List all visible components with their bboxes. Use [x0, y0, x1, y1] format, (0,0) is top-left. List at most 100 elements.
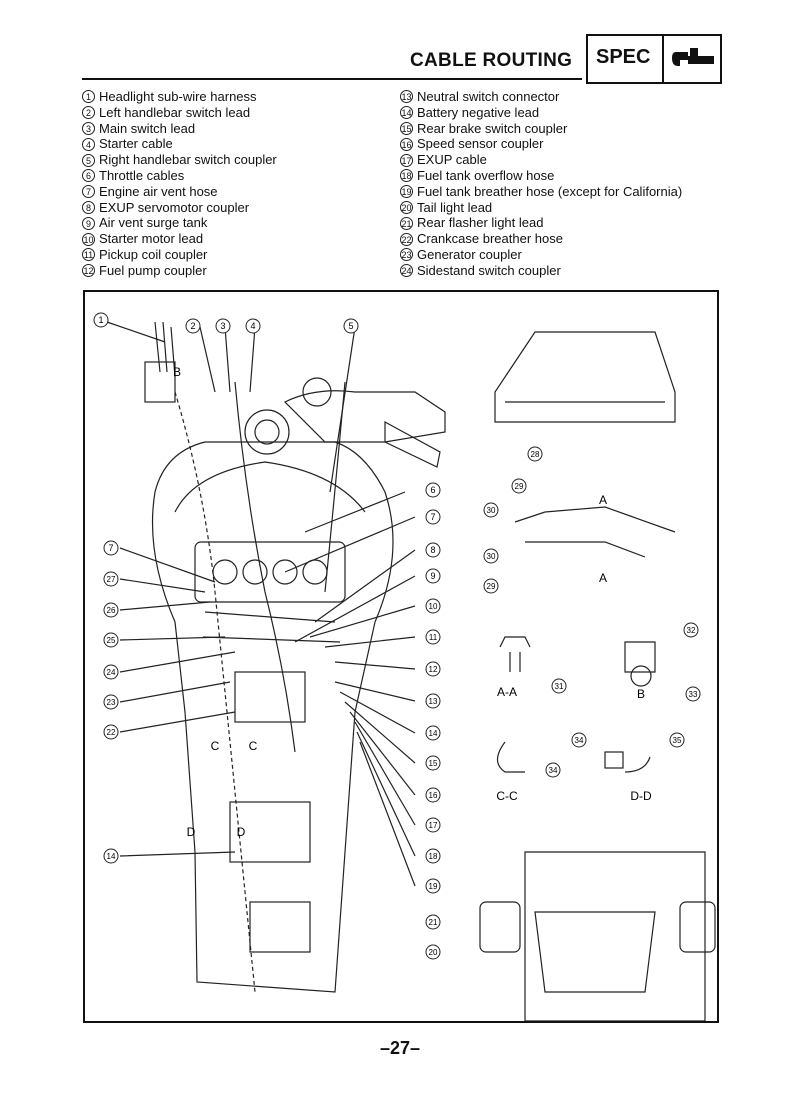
diagram-callout: 9 [425, 568, 441, 584]
spec-divider [662, 36, 664, 82]
diagram-callout: 22 [103, 724, 119, 740]
legend-label: Main switch lead [99, 120, 196, 136]
diagram-letter-label: C [211, 739, 220, 753]
legend-number: 15 [400, 121, 413, 135]
legend-label: Neutral switch connector [417, 89, 560, 104]
legend-number: 14 [400, 106, 413, 120]
callout-number: 30 [487, 552, 496, 561]
legend-number: 20 [400, 200, 413, 214]
callout-number: 11 [429, 633, 438, 642]
legend-label: Throttle cables [99, 167, 185, 183]
diagram-callout: 6 [425, 482, 441, 498]
callout-number: 34 [575, 736, 584, 745]
diagram-callout: 13 [425, 693, 441, 709]
callout-number: 27 [107, 575, 116, 584]
legend-label: Generator coupler [417, 246, 522, 262]
diagram-callout: 7 [103, 540, 119, 556]
legend-label: Starter motor lead [99, 231, 204, 247]
callout-number: 6 [430, 485, 435, 495]
legend-number: 8 [82, 200, 95, 214]
callout-number: 19 [429, 882, 438, 891]
diagram-callout: 25 [103, 632, 119, 648]
page-number: –27– [380, 1038, 421, 1058]
legend-label: Engine air vent hose [99, 183, 218, 199]
legend-number: 21 [400, 216, 413, 230]
diagram-callout: 17 [425, 817, 441, 833]
legend-number: 24 [400, 264, 413, 278]
callout-number: 33 [689, 690, 698, 699]
diagram-callout: 35 [669, 732, 685, 748]
diagram-letter-label: B [637, 687, 645, 701]
diagram-callout: 29 [483, 578, 499, 594]
legend-number: 4 [82, 137, 95, 151]
diagram-callout: 33 [685, 686, 701, 702]
legend-label: Fuel tank overflow hose [417, 167, 555, 183]
diagram-callout: 30 [483, 502, 499, 518]
legend-number: 22 [400, 232, 413, 246]
legend-number: 5 [82, 153, 95, 167]
diagram-callout: 24 [103, 664, 119, 680]
callout-number: 14 [107, 852, 116, 861]
diagram-callout: 15 [425, 755, 441, 771]
legend-item: 14 Battery negative lead [400, 105, 682, 121]
spec-box: SPEC [586, 34, 722, 84]
callout-number: 12 [429, 665, 438, 674]
callout-number: 21 [429, 918, 438, 927]
legend-label: Speed sensor coupler [417, 136, 544, 152]
callout-number: 28 [531, 450, 540, 459]
diagram-callout: 34 [545, 762, 561, 778]
callout-number: 2 [190, 321, 195, 331]
callout-number: 1 [98, 315, 103, 325]
callout-number: 29 [515, 482, 524, 491]
legend-number: 10 [82, 232, 95, 246]
diagram-callout: 32 [683, 622, 699, 638]
legend-number: 16 [400, 137, 413, 151]
diagram-callout: 14 [103, 848, 119, 864]
callout-number: 7 [430, 512, 435, 522]
legend-number: 19 [400, 185, 413, 199]
legend-label: Sidestand switch coupler [417, 262, 561, 278]
diagram-letter-label: A [599, 493, 607, 507]
callout-number: 14 [429, 729, 438, 738]
legend-item: 10 Starter motor lead [82, 231, 277, 247]
legend-label: Tail light lead [417, 199, 493, 215]
callout-number: 3 [220, 321, 225, 331]
callout-number: 22 [107, 728, 116, 737]
diagram-callout: 7 [425, 509, 441, 525]
callout-number: 16 [429, 791, 438, 800]
diagram-letter-label: D-D [630, 789, 652, 803]
legend-number: 18 [400, 169, 413, 183]
callout-number: 32 [687, 626, 696, 635]
diagram-callout: 23 [103, 694, 119, 710]
callout-number: 20 [429, 948, 438, 957]
legend-label: Battery negative lead [417, 104, 540, 120]
diagram-callout: 29 [511, 478, 527, 494]
legend-item: 15 Rear brake switch coupler [400, 121, 682, 137]
diagram-callout: 2 [185, 318, 201, 334]
diagram-callout: 8 [425, 542, 441, 558]
legend-number: 9 [82, 216, 95, 230]
legend-item: 24 Sidestand switch coupler [400, 263, 682, 279]
callout-number: 13 [429, 697, 438, 706]
diagram-callout: 31 [551, 678, 567, 694]
legend-label: EXUP servomotor coupler [99, 199, 250, 215]
legend-item: 16 Speed sensor coupler [400, 136, 682, 152]
wrench-tool-icon [672, 48, 714, 66]
diagram-callout: 21 [425, 914, 441, 930]
diagram-letter-label: B [173, 365, 181, 379]
callout-number: 35 [673, 736, 682, 745]
legend-label: Rear brake switch coupler [417, 120, 568, 136]
diagram-letter-label: A-A [497, 685, 517, 699]
diagram-callout: 3 [215, 318, 231, 334]
legend-label: Fuel pump coupler [99, 262, 207, 278]
